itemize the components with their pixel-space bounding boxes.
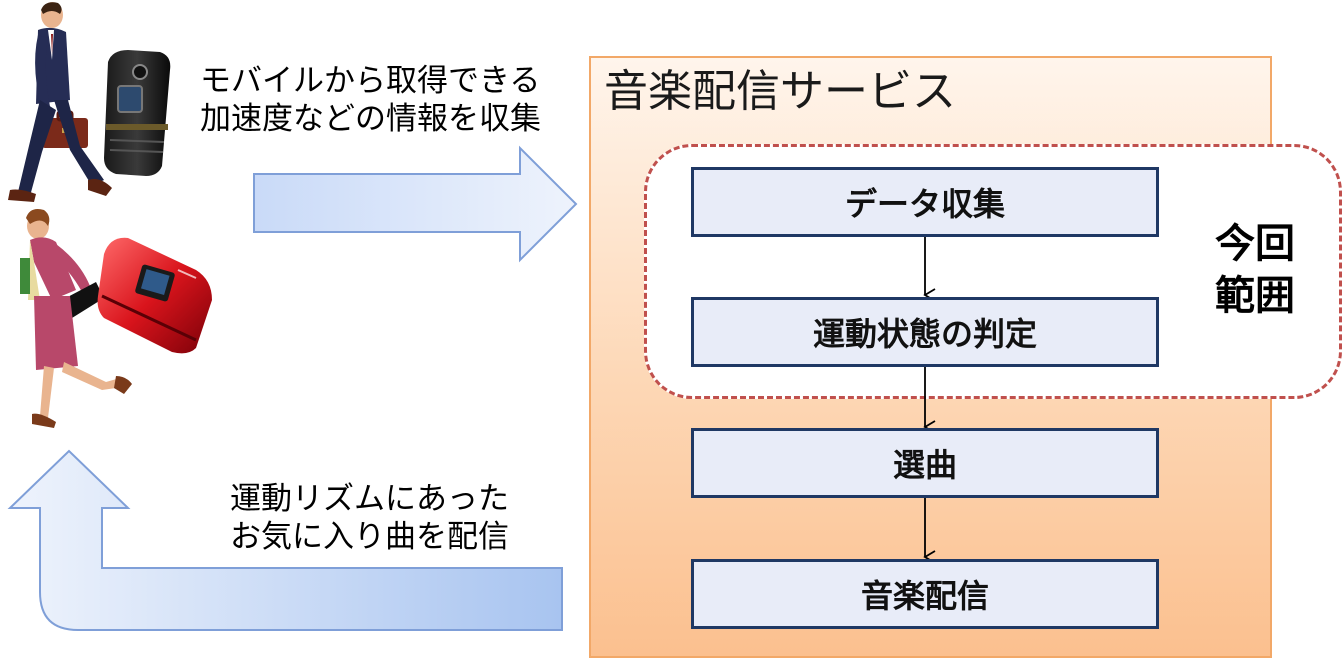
deliver-arrow bbox=[7, 449, 563, 631]
deliver-caption: 運動リズムにあった お気に入り曲を配信 bbox=[230, 480, 509, 556]
deliver-caption-line1: 運動リズムにあった bbox=[230, 481, 509, 517]
red-phone-illustration bbox=[97, 237, 212, 354]
businesswoman-figure bbox=[20, 209, 132, 428]
scope-label-line2: 範囲 bbox=[1215, 273, 1295, 319]
deliver-caption-line2: お気に入り曲を配信 bbox=[230, 519, 509, 555]
scope-label: 今回 範囲 bbox=[1205, 218, 1305, 322]
collect-caption: モバイルから取得できる 加速度などの情報を収集 bbox=[200, 62, 541, 138]
step-motion-judgement: 運動状態の判定 bbox=[691, 297, 1159, 367]
scope-label-line1: 今回 bbox=[1215, 221, 1295, 267]
businessman-figure bbox=[8, 2, 112, 202]
black-phone-illustration bbox=[104, 50, 171, 176]
step-music-delivery: 音楽配信 bbox=[691, 559, 1159, 629]
collect-caption-line1: モバイルから取得できる bbox=[200, 63, 541, 99]
collect-arrow bbox=[253, 145, 578, 263]
collect-caption-line2: 加速度などの情報を収集 bbox=[200, 101, 541, 137]
step-song-selection: 選曲 bbox=[691, 428, 1159, 498]
step-data-collection: データ収集 bbox=[691, 167, 1159, 237]
service-title: 音楽配信サービス bbox=[604, 66, 956, 117]
